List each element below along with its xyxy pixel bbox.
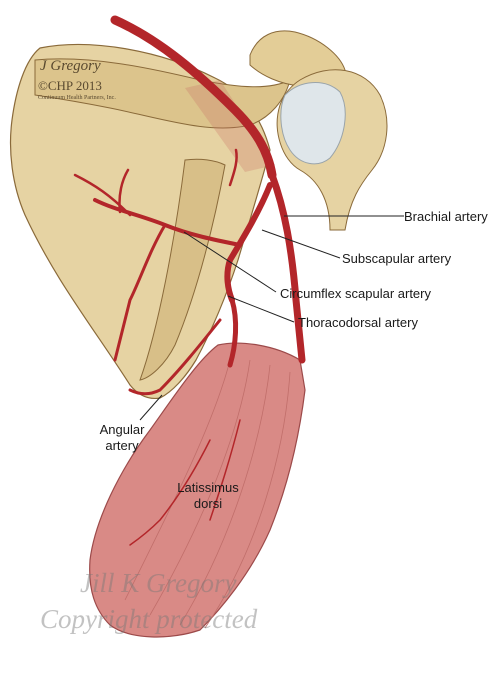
circumflex-branch-1 <box>113 223 167 362</box>
label-subscapular-artery: Subscapular artery <box>342 251 452 266</box>
brachial-artery <box>268 171 306 364</box>
leader-lines <box>139 215 404 421</box>
subscapular-artery <box>224 182 273 303</box>
leader-subscapular <box>261 229 341 259</box>
label-latissimus-line1: Latissimus <box>177 480 239 495</box>
label-circumflex-scapular-artery: Circumflex scapular artery <box>280 286 431 301</box>
muscle-vessel-2 <box>209 419 241 521</box>
thoracodorsal-artery <box>227 297 239 368</box>
label-angular-line2: artery <box>105 438 139 453</box>
muscle-vessel-1 <box>129 439 211 546</box>
circumflex-branch-2 <box>73 173 132 217</box>
angular-artery <box>128 318 222 396</box>
axillary-artery <box>110 15 277 180</box>
label-latissimus-dorsi: Latissimus dorsi <box>168 480 248 512</box>
leader-thoracodorsal <box>227 295 295 323</box>
label-thoracodorsal-artery: Thoracodorsal artery <box>298 315 418 330</box>
artery-network <box>73 15 306 546</box>
glenoid-cartilage <box>280 82 346 165</box>
lateral-border <box>139 158 226 381</box>
watermark-line1: Jill K Gregory <box>80 568 237 598</box>
label-angular-line1: Angular <box>99 422 145 437</box>
label-latissimus-line2: dorsi <box>193 496 223 511</box>
copyright-stamp: ©CHP 2013 <box>38 78 102 93</box>
circumflex-branch-3 <box>118 168 130 214</box>
clavicle-band <box>185 80 275 172</box>
scapular-spine <box>34 58 291 129</box>
watermark-line2: Copyright protected <box>40 604 258 634</box>
upper-branch <box>228 148 238 187</box>
leader-circumflex <box>183 231 277 293</box>
label-brachial-artery: Brachial artery <box>404 209 488 224</box>
publisher-stamp: Continuum Health Partners, Inc. <box>38 95 116 101</box>
label-angular-artery: Angular artery <box>92 422 152 454</box>
muscle-fibers <box>124 359 291 629</box>
leader-angular <box>139 394 163 421</box>
artist-signature: J Gregory <box>40 58 101 74</box>
